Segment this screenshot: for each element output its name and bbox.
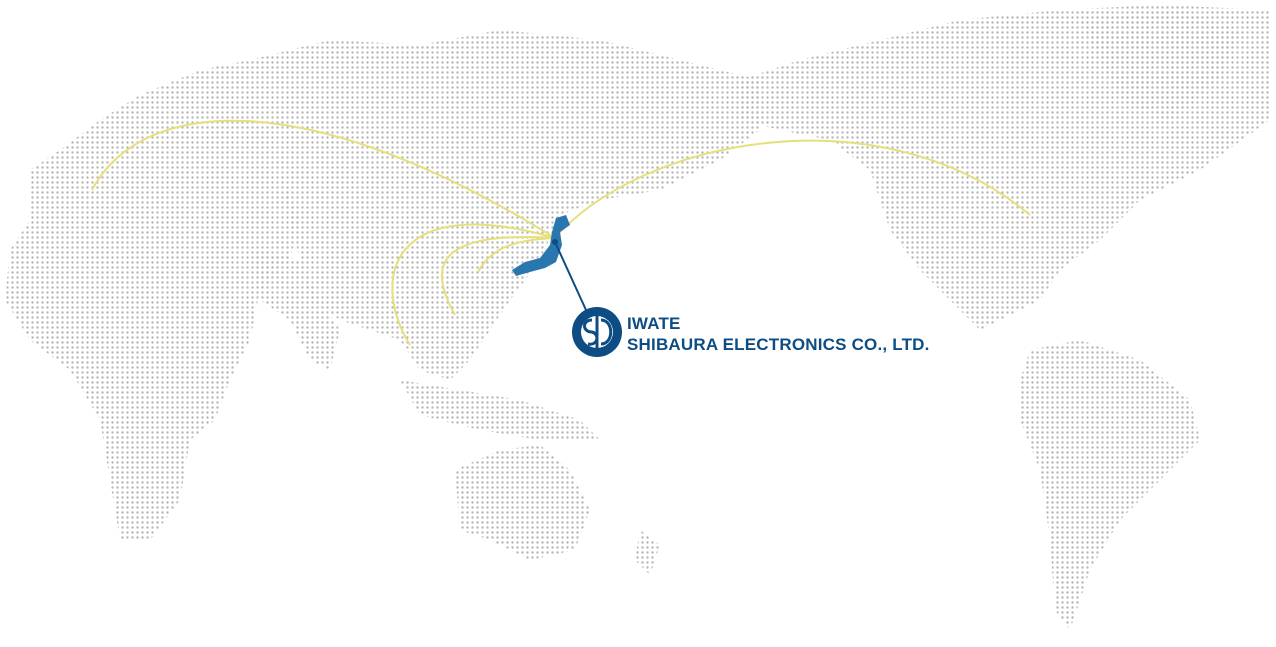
route-south-china — [441, 236, 556, 316]
greenland — [1080, 10, 1240, 120]
company-name-line2: SHIBAURA ELECTRONICS CO., LTD. — [627, 335, 930, 354]
new-zealand — [635, 530, 660, 575]
pointer-line — [554, 241, 587, 311]
route-southeast-asia — [391, 223, 556, 346]
japan-shape — [512, 215, 570, 276]
company-name-line1: IWATE — [627, 314, 681, 333]
indonesia — [400, 380, 600, 440]
company-logo — [572, 307, 622, 357]
south-america — [1020, 340, 1200, 630]
routes — [91, 119, 1031, 346]
route-europe — [91, 119, 556, 239]
company-name: IWATE SHIBAURA ELECTRONICS CO., LTD. — [627, 313, 930, 355]
route-north-america — [554, 139, 1031, 239]
continents — [5, 5, 1270, 630]
iwate-marker — [552, 239, 558, 245]
australia — [455, 445, 590, 560]
arabia-india — [255, 250, 340, 370]
europe-africa — [5, 60, 300, 540]
route-east-china — [477, 237, 556, 273]
asia — [250, 30, 760, 380]
